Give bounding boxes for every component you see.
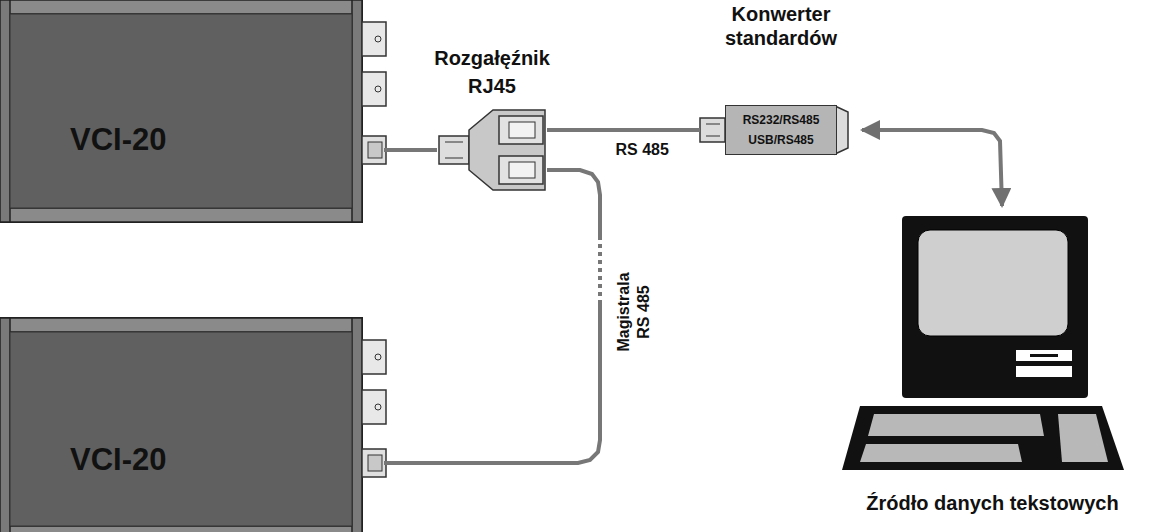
bnc-pin <box>375 354 381 360</box>
node-title: Rozgałęźnik RJ45 <box>422 44 562 100</box>
housing-panel <box>10 14 352 208</box>
rj45-socket <box>499 156 543 184</box>
socket-detail <box>509 162 535 178</box>
cable-break <box>597 240 603 300</box>
device-box: VCI-20 <box>0 0 362 222</box>
plug-detail <box>445 142 463 143</box>
keypad-keys <box>1058 414 1108 462</box>
bnc-connector <box>362 22 386 56</box>
housing-strip <box>0 0 362 14</box>
device-box: VCI-20 <box>0 318 362 532</box>
node-title: VCI-20 <box>70 122 166 158</box>
converter-box: Konwerter standardówRS232/RS485 USB/RS48… <box>725 105 837 155</box>
housing-frame <box>0 0 362 222</box>
node-body: RS232/RS485 USB/RS485 <box>731 110 831 150</box>
housing-strip <box>0 318 362 332</box>
plug-detail <box>706 136 720 137</box>
housing-frame <box>0 318 362 532</box>
computer-node: Źródło danych tekstowych <box>840 208 1145 528</box>
edge-label: RS 485 <box>613 140 672 160</box>
pc-outline <box>840 208 1145 528</box>
plug-detail <box>445 158 463 159</box>
rj45-plug <box>700 118 725 142</box>
rj45-port <box>362 449 386 477</box>
monitor-case <box>902 216 1088 398</box>
drive-slot <box>1016 366 1072 377</box>
bnc-pin <box>375 86 381 92</box>
monitor-screen <box>918 230 1068 336</box>
rs485-cable <box>384 148 437 152</box>
vci-housing <box>0 0 386 222</box>
bnc-pin <box>375 36 381 42</box>
node-title: Konwerter standardów <box>704 2 858 50</box>
keyboard <box>842 406 1124 470</box>
plug-detail <box>706 124 720 125</box>
housing-panel <box>10 332 352 526</box>
bnc-connector <box>362 390 386 424</box>
rs485-bus <box>384 170 600 463</box>
housing-cap <box>0 318 10 532</box>
rj45-socket <box>499 116 543 144</box>
housing-cap <box>0 0 10 222</box>
node-title: Źródło danych tekstowych <box>840 492 1145 515</box>
splitter-outline <box>437 108 547 192</box>
drive-detail <box>1030 354 1058 357</box>
rs485-cable <box>547 128 700 132</box>
housing-strip <box>0 208 362 222</box>
rj45-plug <box>368 142 382 158</box>
rj45-plug <box>368 455 382 471</box>
keyboard-keys <box>868 414 1044 436</box>
splitter-box: Rozgałęźnik RJ45 <box>437 108 547 192</box>
housing-strip <box>0 526 362 532</box>
housing-cap <box>352 0 362 222</box>
bnc-connector <box>362 340 386 374</box>
data-arrow <box>862 130 1002 206</box>
keyboard-keys <box>860 444 1022 462</box>
rj45-port <box>362 136 386 164</box>
vci-housing <box>0 318 386 532</box>
rj45-plug <box>439 136 469 164</box>
edge-label: Magistrala RS 485 <box>614 259 654 365</box>
socket-detail <box>509 122 535 138</box>
bnc-connector <box>362 72 386 106</box>
node-title: VCI-20 <box>70 442 166 478</box>
housing-cap <box>352 318 362 532</box>
drive-slot <box>1016 350 1072 361</box>
converter-plugs <box>700 106 848 154</box>
bnc-pin <box>375 404 381 410</box>
splitter-body <box>469 110 545 190</box>
